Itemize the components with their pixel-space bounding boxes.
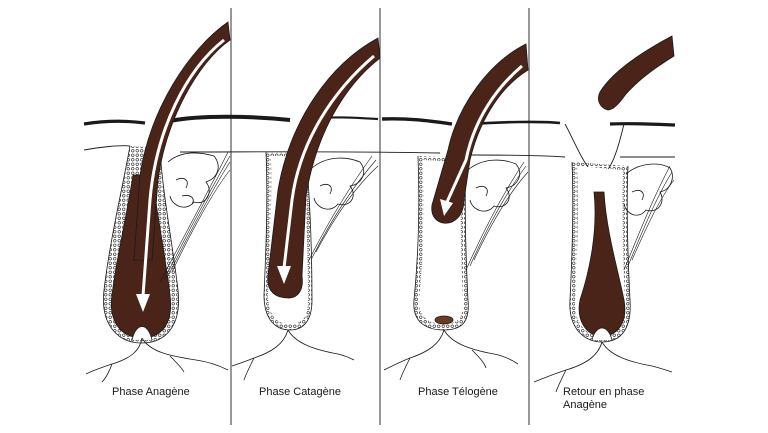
panel-dividers [230,8,530,425]
telogen-sebaceous-gland [467,159,520,212]
anagen-arrector-muscle [159,151,231,283]
catagen-arrector-muscle [307,155,379,263]
catagen-blood-vessels [231,329,355,381]
return-new-hair [578,191,626,341]
anagen-hair-shaft [133,21,231,261]
telogen-arrector-muscle [465,161,529,271]
anagen-blood-vessels [85,337,229,383]
anagen-sebaceous-gland [167,152,219,208]
telogen-blood-vessels [383,329,519,381]
caption-return-anagen-phase: Retour en phase Anagène [563,386,644,412]
return-blood-vessels [533,341,673,393]
anagen-growth-arrow [136,38,225,312]
return-arrector-muscle [623,165,675,271]
caption-telogen-phase: Phase Télogène [418,386,498,398]
telogen-hair-shaft [431,43,529,224]
return-sebaceous-gland [623,163,673,216]
caption-return-line1: Retour en phase [563,386,645,398]
caption-catagen-phase: Phase Catagène [259,386,341,398]
catagen-growth-arrow [277,54,375,284]
caption-return-line2: Anagène [563,399,608,411]
telogen-growth-arrow [440,64,523,216]
return-shed-hair [598,35,675,111]
catagen-hair-shaft [267,37,381,299]
caption-anagen-phase: Phase Anagène [112,386,190,398]
catagen-sebaceous-gland [311,157,364,210]
